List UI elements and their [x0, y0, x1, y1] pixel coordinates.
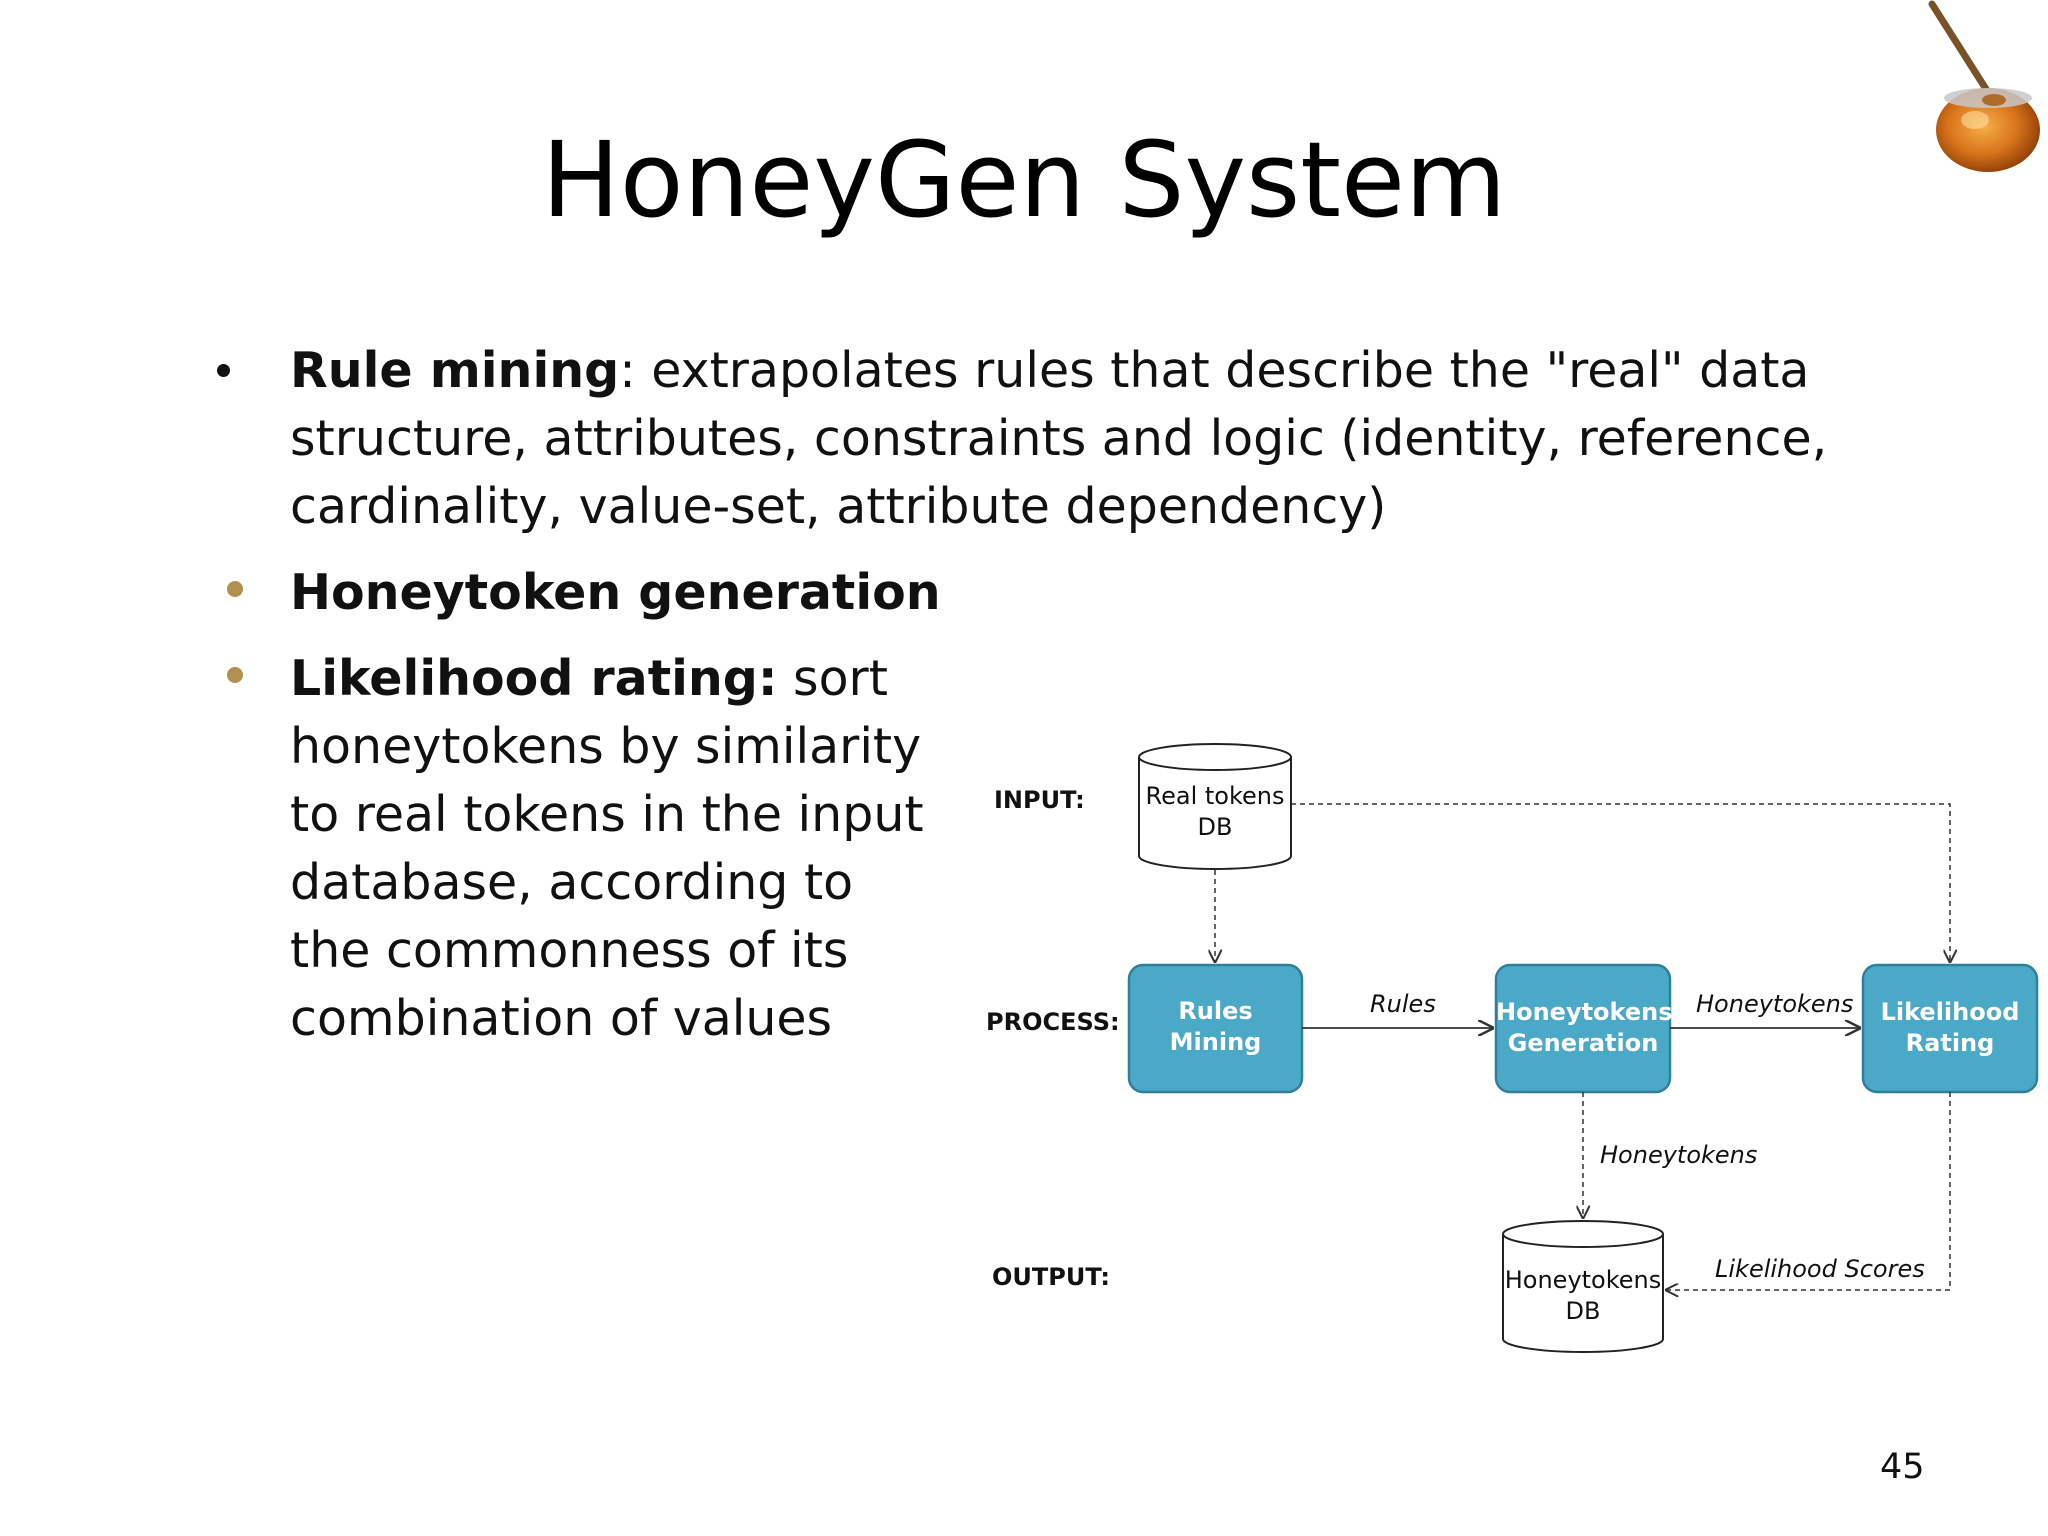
edge-label-honeytokens: Honeytokens — [1696, 990, 1854, 1018]
edge-label-rules: Rules — [1370, 990, 1436, 1018]
page-number: 45 — [1880, 1447, 1925, 1487]
bullet-marker — [217, 364, 230, 377]
rules-mining-label: Rules Mining — [1129, 996, 1302, 1058]
slide-title: HoneyGen System — [541, 119, 1507, 241]
node-line: DB — [1197, 813, 1233, 841]
bullet-likelihood-rating: Likelihood rating: sort honeytokens by s… — [290, 645, 940, 1053]
honeytokens-db-label: Honeytokens DB — [1503, 1265, 1663, 1327]
bullet-bold: Honeytoken generation — [290, 564, 941, 621]
output-row-label: OUTPUT: — [992, 1263, 1110, 1291]
node-line: Real tokens — [1145, 782, 1285, 810]
edge-label-likelihood-scores: Likelihood Scores — [1715, 1255, 1925, 1283]
node-line: Honeytokens — [1496, 998, 1673, 1026]
bullet-marker — [227, 667, 243, 683]
bullet-marker — [227, 581, 243, 597]
bullet-body: sort honeytokens by similarity to real t… — [290, 650, 924, 1047]
node-line: Honeytokens — [1504, 1266, 1662, 1294]
likelihood-rating-label: Likelihood Rating — [1863, 997, 2037, 1059]
real-tokens-db-label: Real tokens DB — [1139, 781, 1291, 843]
bullet-body: : extrapolates rules that describe the "… — [290, 342, 1828, 535]
node-line: Rules — [1178, 997, 1253, 1025]
node-line: Rating — [1905, 1029, 1995, 1057]
edge-db-to-rating — [1291, 803, 1950, 963]
node-line: Likelihood — [1880, 998, 2020, 1026]
honey-jar-icon — [1920, 0, 2048, 184]
edge-label-honeytokens-db: Honeytokens — [1600, 1141, 1758, 1169]
edge-rating-to-db — [1665, 1092, 1951, 1290]
bullet-bold: Rule mining — [290, 342, 620, 399]
real-tokens-db-shape — [1138, 743, 1292, 870]
bullet-rule-mining: Rule mining: extrapolates rules that des… — [290, 337, 1940, 541]
bullet-bold: Likelihood rating: — [290, 650, 778, 707]
node-line: Generation — [1507, 1029, 1659, 1057]
node-line: Mining — [1169, 1028, 1262, 1056]
node-line: DB — [1565, 1297, 1601, 1325]
honeytokens-generation-label: Honeytokens Generation — [1496, 997, 1673, 1059]
process-row-label: PROCESS: — [986, 1008, 1120, 1036]
bullet-honeytoken-generation: Honeytoken generation — [290, 559, 1190, 627]
input-row-label: INPUT: — [994, 786, 1085, 814]
honeytokens-db-shape — [1502, 1220, 1664, 1353]
